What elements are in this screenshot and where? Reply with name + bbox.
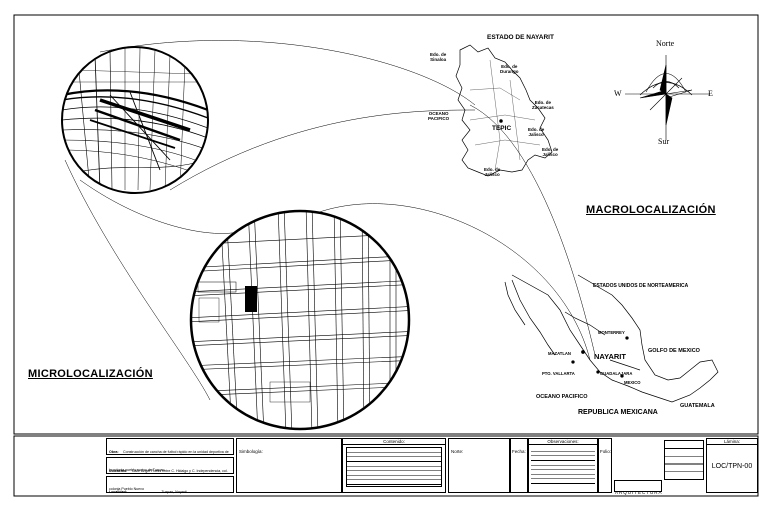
plano-code: LOC/TPN-00 [711, 463, 753, 470]
neighbor-jalisco-e: Edo. de Jalisco [528, 127, 545, 137]
fecha-box: Fecha: [510, 438, 528, 493]
monterrey-label: MONTERREY [598, 330, 625, 335]
guatemala-label: GUATEMALA [680, 403, 715, 409]
neighbor-sinaloa: Edo. de Sinaloa [430, 52, 447, 62]
mazatlan-label: MAZATLAN [548, 351, 571, 356]
compass-rose [625, 55, 710, 140]
contenido-table [346, 447, 442, 487]
localidad-label: Localidad: [109, 490, 127, 494]
observaciones-label: Observaciones: [529, 439, 597, 445]
neighbor-durango: Edo. de Durango [500, 64, 519, 74]
simbologia-label: Simbología: [239, 449, 263, 454]
capital-label: TEPIC [492, 125, 512, 132]
lamina-box: Lámina: LOC/TPN-00 [706, 438, 758, 493]
city-map-circle [61, 46, 209, 194]
neighbor-jalisco-se: Edo. de Jalisco [542, 147, 559, 157]
brand-box: ARQUITECTURA [614, 480, 663, 495]
micro-title: MICROLOCALIZACIÓN [28, 368, 153, 380]
drawing-frame [13, 14, 759, 435]
revision-box [664, 440, 704, 480]
title-block-frame [13, 435, 759, 497]
obra-label: Obra: [109, 450, 119, 454]
ocean-state-label: OCEANO PACIFICO [428, 111, 450, 121]
usa-label: ESTADOS UNIDOS DE NORTEAMERICA [593, 283, 689, 289]
neighborhood-map-circle [189, 209, 411, 431]
obra-text: Construcción de cancha de futbol rápido … [109, 450, 229, 472]
norte-label: Norte: [451, 449, 464, 454]
neighbor-jalisco-s: Edo. de Jalisco [484, 167, 501, 177]
mexico-city-label: MEXICO [624, 380, 641, 385]
brand-text: ARQUITECTURA [615, 490, 663, 495]
state-title: ESTADO DE NAYARIT [487, 34, 554, 41]
compass-east: E [708, 89, 713, 98]
gulf-label: GOLFO DE MEXICO [648, 348, 700, 354]
folio-box: Folio: [598, 438, 612, 493]
compass-south: Sur [658, 137, 670, 146]
mexico-map [504, 274, 719, 403]
observaciones-box: Observaciones: [528, 438, 598, 493]
ubicacion-label: Ubicación: [109, 469, 128, 473]
norte-box: Norte: [448, 438, 510, 493]
ubicacion-text: Calle Ángel Flores entre C. Hidalgo y C.… [109, 469, 228, 491]
simbologia-box: Simbología: [236, 438, 342, 493]
observaciones-table [531, 447, 595, 485]
folio-label: Folio: [600, 449, 612, 454]
compass-north: Norte [656, 39, 675, 48]
country-label: REPUBLICA MEXICANA [578, 409, 658, 416]
nayarit-state-map [455, 44, 553, 177]
contenido-box: Contenido: [342, 438, 446, 493]
fecha-label: Fecha: [512, 449, 526, 454]
macro-title: MACROLOCALIZACIÓN [586, 204, 716, 216]
compass-west: W [614, 89, 622, 98]
lamina-label: Lámina: [707, 439, 757, 445]
nayarit-label: NAYARIT [594, 352, 626, 361]
localidad-text: Tuxpan, Nayarit [161, 490, 187, 494]
localidad-box: Localidad: Tuxpan, Nayarit [106, 476, 234, 494]
guadalajara-label: GUADALAJARA [600, 371, 633, 376]
ubicacion-box: Ubicación: Calle Ángel Flores entre C. H… [106, 457, 234, 491]
vallarta-label: PTO. VALLARTA [542, 371, 575, 376]
obra-box: Obra: Construcción de cancha de futbol r… [106, 438, 234, 472]
project-site-marker [245, 286, 257, 312]
ocean-country-label: OCEANO PACIFICO [536, 394, 588, 400]
neighbor-zacatecas: Edo. de Zacatecas [532, 100, 554, 110]
contenido-label: Contenido: [343, 439, 445, 445]
